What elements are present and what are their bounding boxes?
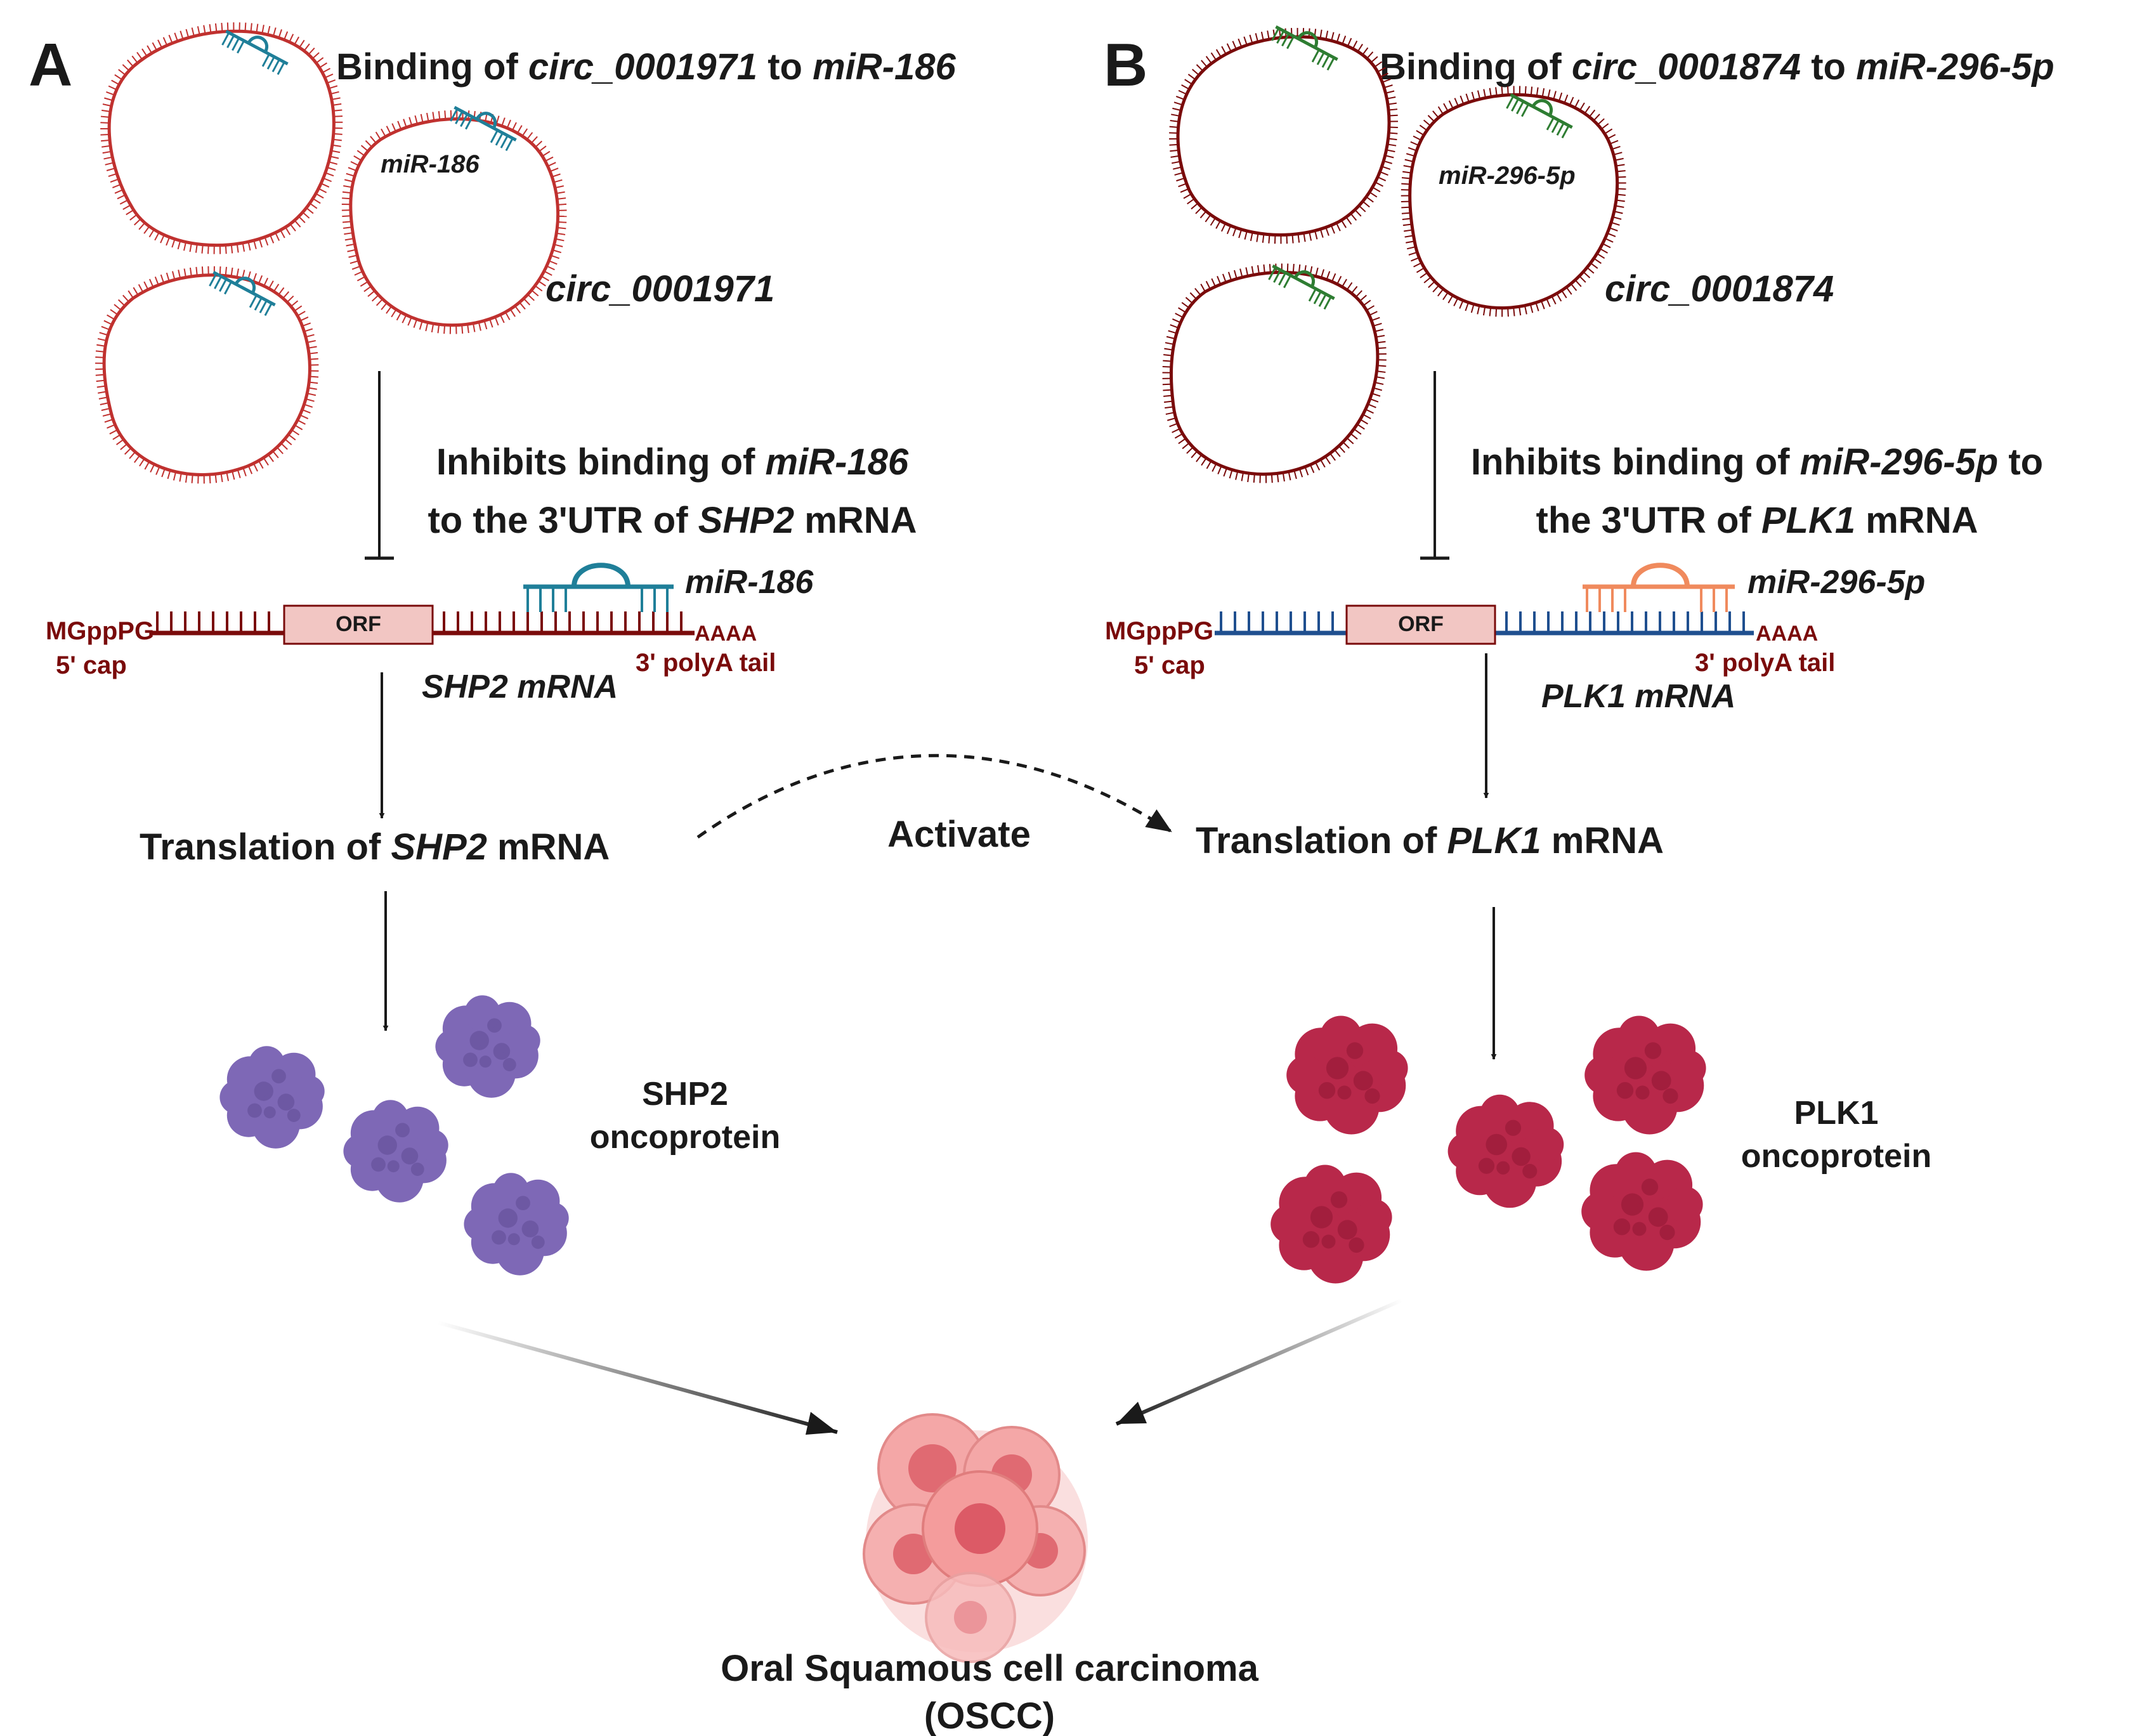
shp2-protein [343, 1100, 448, 1203]
circrna-circle [1176, 35, 1391, 237]
ring-hash-marks [341, 110, 567, 334]
shp2-protein [464, 1173, 569, 1276]
orf-label: ORF [336, 612, 381, 636]
ring-hash-marks [1401, 86, 1626, 317]
inhibits-text-a-1: Inhibits binding of miR-186 [436, 441, 909, 483]
panel-a-binding-title: Binding of circ_0001971 to miR-186 [336, 46, 956, 88]
circ-label-a: circ_0001971 [545, 268, 774, 310]
ring-hash-marks [100, 22, 343, 254]
circrna-circle [107, 29, 336, 247]
mir-296-5p-bound [1506, 93, 1573, 139]
mir-296-5p-bound [1271, 25, 1338, 71]
panel-a-letter: A [29, 31, 72, 99]
plk1-protein [1270, 1165, 1392, 1284]
arrow-plk1-to-oscc [1115, 1298, 1403, 1426]
arrowhead-plk1 [1116, 1402, 1147, 1424]
cap-sub-label: 5' cap [56, 651, 127, 679]
plk1-protein [1286, 1015, 1408, 1135]
activate-dashed-arrow [696, 754, 1172, 839]
mir-296-5p-bound [1268, 264, 1335, 310]
arrow-shp2-to-oscc [437, 1321, 838, 1434]
shp2-protein [219, 1046, 325, 1149]
polya-sub-label: 3' polyA tail [636, 649, 776, 677]
activate-label: Activate [887, 814, 1031, 855]
mir-186-bound [221, 29, 289, 75]
inhibits-text-b-2: the 3'UTR of PLK1 mRNA [1536, 500, 1978, 541]
shp2-proteins [219, 995, 569, 1276]
inhibits-text-a-2: to the 3'UTR of SHP2 mRNA [428, 500, 917, 541]
shp2-protein [435, 995, 540, 1098]
plk1-protein-label-1: PLK1 [1794, 1095, 1879, 1132]
inhibits-text-b-1: Inhibits binding of miR-296-5p to [1471, 441, 2043, 483]
panel-b-letter: B [1104, 31, 1147, 99]
panel-b: B Binding of circ_0001874 to miR-296-5p … [1104, 25, 2054, 1284]
cap-label: MGppPG [46, 617, 154, 645]
oscc-label-1: Oral Squamous cell carcinoma [721, 1648, 1259, 1689]
plk1-mrna: ORF MGppPG 5' cap AAAA 3' polyA tail [1105, 563, 1835, 679]
plk1-proteins [1270, 1015, 1706, 1284]
circ-label-b: circ_0001874 [1605, 268, 1834, 310]
circrna-circle [349, 117, 560, 327]
circrna-circles-a [95, 22, 567, 484]
cap-sub-label: 5' cap [1134, 651, 1205, 679]
plk1-protein [1447, 1094, 1564, 1208]
mir-186-bound [209, 270, 276, 317]
orf-box [1345, 604, 1496, 645]
circrna-circle [1408, 93, 1619, 310]
arrowhead-shp2 [806, 1412, 837, 1435]
oscc-label-2: (OSCC) [924, 1695, 1055, 1736]
circrna-circles-b [1162, 25, 1626, 483]
mir-296-5p-on-mrna [1583, 563, 1735, 612]
polya-label: AAAA [1756, 622, 1818, 646]
ring-hash-marks [1162, 263, 1387, 483]
plk1-mrna-label: PLK1 mRNA [1541, 678, 1735, 715]
shp2-mrna-label: SHP2 mRNA [422, 669, 618, 705]
shp2-protein-label-2: oncoprotein [590, 1119, 780, 1156]
panel-b-binding-title: Binding of circ_0001874 to miR-296-5p [1380, 46, 2054, 88]
mir-186-label: miR-186 [685, 564, 814, 601]
orf-label: ORF [1398, 612, 1444, 636]
oscc-cell-cluster [863, 1413, 1088, 1663]
circrna-circle [102, 273, 311, 476]
mir-on-circle-label: miR-186 [381, 150, 480, 178]
mir-186-bound [450, 105, 517, 152]
polya-label: AAAA [695, 622, 757, 646]
plk1-protein [1584, 1015, 1706, 1135]
orf-box [283, 604, 434, 645]
mir-296-5p-label: miR-296-5p [1747, 564, 1925, 601]
plk1-protein [1581, 1152, 1703, 1271]
mir-186-on-mrna [523, 563, 674, 612]
cap-label: MGppPG [1105, 617, 1213, 645]
mir-on-circle-label: miR-296-5p [1439, 162, 1576, 190]
polya-sub-label: 3' polyA tail [1695, 649, 1835, 677]
ring-hash-marks [1169, 27, 1398, 244]
plk1-protein-label-2: oncoprotein [1741, 1138, 1931, 1175]
translation-a: Translation of SHP2 mRNA [140, 826, 610, 868]
circrna-circle [1170, 271, 1380, 476]
ring-hash-marks [95, 266, 319, 484]
panel-a: A Binding of circ_0001971 to miR-186 miR… [29, 22, 956, 1276]
shp2-mrna: ORF MGppPG 5' cap AAAA 3' polyA tail [46, 563, 776, 679]
shp2-protein-label-1: SHP2 [642, 1076, 728, 1113]
translation-b: Translation of PLK1 mRNA [1196, 820, 1664, 861]
